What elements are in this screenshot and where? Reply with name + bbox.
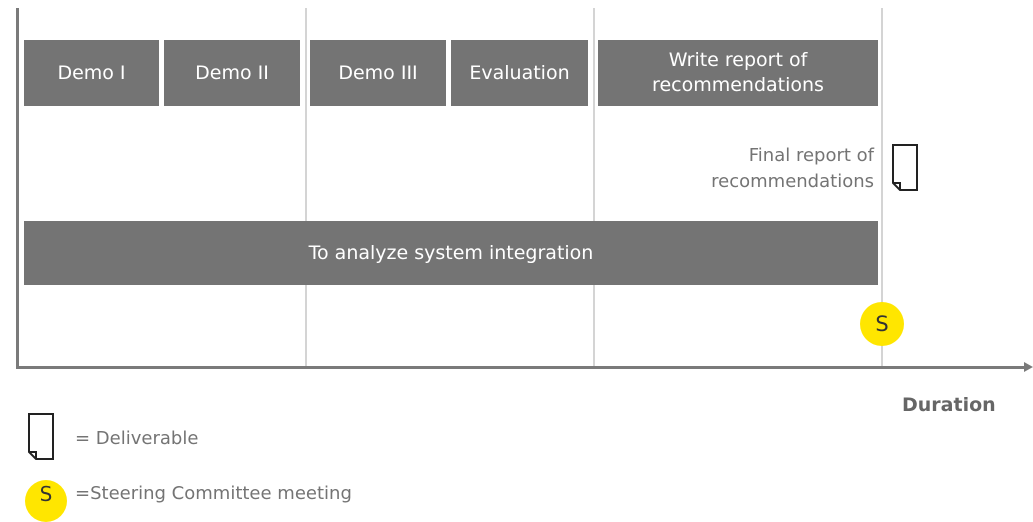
x-axis-arrow bbox=[1024, 362, 1033, 372]
task-demo-3-label: Demo III bbox=[338, 61, 418, 84]
x-axis bbox=[16, 366, 1028, 369]
legend-document-icon bbox=[28, 413, 54, 460]
task-demo-3: Demo III bbox=[310, 40, 446, 106]
x-axis-label: Duration bbox=[902, 394, 996, 416]
milestone-symbol: S bbox=[875, 312, 889, 336]
task-demo-2: Demo II bbox=[164, 40, 300, 106]
legend-steering-icon: S bbox=[25, 480, 67, 522]
task-evaluation-label: Evaluation bbox=[469, 61, 570, 84]
task-demo-1-label: Demo I bbox=[57, 61, 126, 84]
task-write-report: Write report of recommendations bbox=[598, 40, 878, 106]
deliverable-label: Final report of recommendations bbox=[640, 143, 874, 195]
deliverable-label-line1: Final report of bbox=[748, 145, 874, 166]
task-demo-2-label: Demo II bbox=[195, 61, 269, 84]
legend-steering-symbol: S bbox=[39, 482, 53, 506]
grid-line-2 bbox=[593, 8, 595, 367]
task-write-report-line2: recommendations bbox=[652, 74, 824, 96]
deliverable-document-icon bbox=[892, 144, 918, 191]
y-axis bbox=[16, 8, 19, 369]
task-demo-1: Demo I bbox=[24, 40, 159, 106]
task-analyze-integration-label: To analyze system integration bbox=[308, 241, 594, 264]
task-write-report-line1: Write report of bbox=[668, 49, 808, 71]
grid-line-3 bbox=[881, 8, 883, 367]
steering-committee-milestone: S bbox=[860, 302, 904, 346]
legend-steering-text: =Steering Committee meeting bbox=[75, 483, 352, 504]
deliverable-label-line2: recommendations bbox=[711, 171, 874, 192]
legend-deliverable-text: = Deliverable bbox=[75, 428, 199, 449]
task-analyze-integration: To analyze system integration bbox=[24, 221, 878, 285]
task-evaluation: Evaluation bbox=[451, 40, 588, 106]
grid-line-1 bbox=[305, 8, 307, 367]
